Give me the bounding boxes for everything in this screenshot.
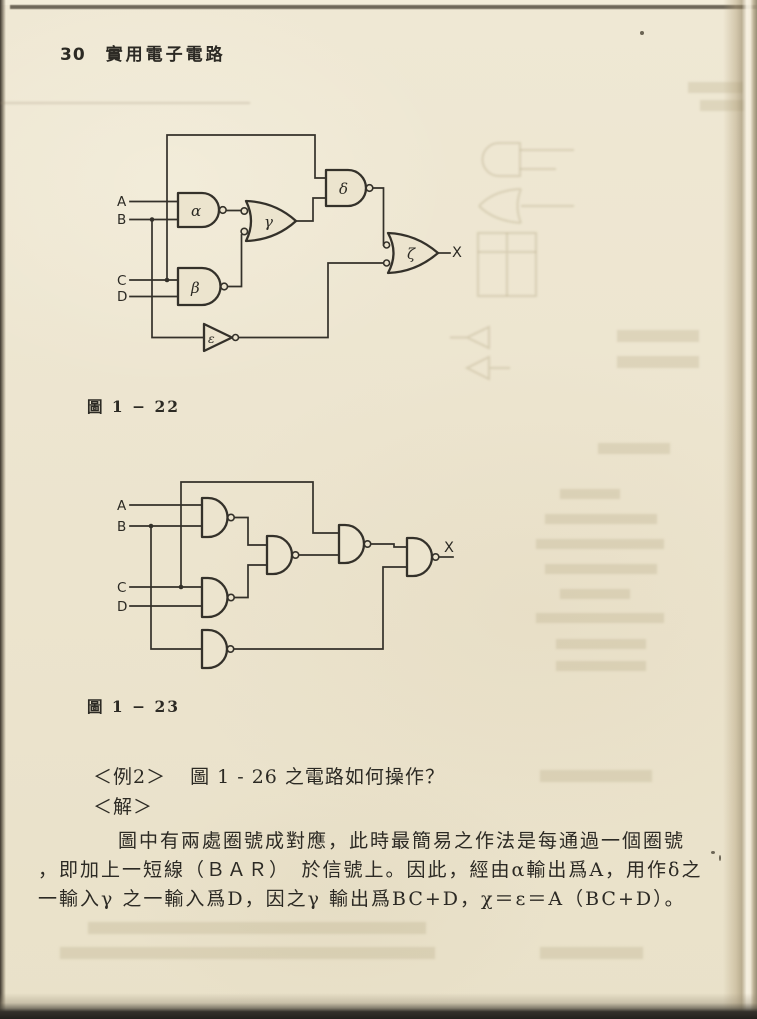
scan-edge-top: [10, 5, 757, 9]
solution-label: ＜解＞: [93, 796, 154, 818]
wire-input-c-feedforward: [129, 134, 327, 281]
wire-g4-g5: [370, 543, 408, 548]
figure-1-22-caption: 圖 1 − 22: [87, 397, 181, 416]
nand-gate-1: [200, 496, 236, 539]
scan-streak: [0, 102, 250, 104]
nand-gate-delta: δ: [324, 168, 374, 208]
scan-edge-top-highlight: [0, 0, 757, 5]
figure-1-22-circuit: α β γ δ ε ζ A B: [117, 134, 462, 353]
example-label: ＜例2＞: [93, 766, 167, 788]
figure-1-23-circuit: A B C D X: [117, 481, 454, 670]
output-label-x: X: [452, 245, 462, 261]
nand-gate-alpha: α: [176, 191, 227, 229]
input-label-c: C: [117, 580, 126, 596]
scan-edge-left: [0, 0, 6, 1019]
wire-input-c-feedforward: [129, 481, 340, 588]
gate-label-alpha: α: [191, 202, 201, 220]
wire-epsilon-zeta: [237, 262, 385, 339]
nand-gate-2: [200, 576, 236, 619]
scan-edge-bottom: [0, 993, 757, 1019]
gate-label-delta: δ: [339, 180, 348, 198]
input-label-a: A: [117, 498, 127, 514]
scan-edge-right: [723, 0, 757, 1019]
junction-dot: [164, 277, 170, 283]
ghost-inverter: [464, 355, 510, 381]
input-label-c: C: [117, 273, 126, 289]
input-label-a: A: [117, 194, 127, 210]
wire-beta-gamma: [226, 234, 243, 288]
input-label-d: D: [117, 289, 127, 305]
ghost-and-gate: [481, 142, 521, 177]
wire-g2-g3: [233, 564, 268, 599]
nor-style-gate-gamma: γ: [240, 199, 298, 243]
nand-gate-4: [337, 523, 372, 565]
nand-gate-3: [265, 534, 300, 576]
gate-label-epsilon: ε: [208, 331, 215, 346]
ink-speck: [711, 851, 715, 854]
solution-line-1: 圖中有兩處圈號成對應，此時最簡易之作法是每通過一個圈號: [118, 830, 686, 852]
input-label-b: B: [117, 519, 126, 535]
wire-delta-zeta: [372, 187, 385, 246]
page-header: 30 實用電子電路: [60, 40, 226, 65]
junction-dot: [148, 523, 154, 529]
nor-style-gate-zeta: ζ: [382, 231, 440, 275]
input-label-b: B: [117, 212, 126, 228]
nand-gate-6: [200, 628, 235, 670]
ink-speck: [719, 855, 721, 861]
wire-g6-g5: [232, 566, 408, 650]
junction-dot: [149, 217, 155, 222]
page-number: 30: [60, 45, 86, 65]
book-title: 實用電子電路: [105, 45, 226, 65]
nand-gate-5: [405, 536, 440, 578]
ink-speck: [640, 31, 644, 35]
output-label-x: X: [444, 540, 454, 556]
inverter-gate-epsilon: ε: [202, 322, 240, 353]
example-question: 圖 1 - 26 之電路如何操作？: [190, 766, 445, 788]
solution-line-3: 一輸入γ 之一輸入爲D，因之γ 輸出爲BC+D，χ＝ε＝A（BC+D）。: [38, 888, 686, 910]
gate-label-beta: β: [190, 279, 200, 297]
solution-line-2: ，即加上一短線（ＢＡＲ） 於信號上。因此，經由α輸出爲A，用作δ之: [38, 859, 703, 881]
input-label-d: D: [117, 599, 127, 615]
ghost-table: [477, 232, 537, 297]
example-heading: ＜例2＞ 圖 1 - 26 之電路如何操作？: [93, 762, 445, 789]
gate-label-zeta: ζ: [407, 245, 416, 263]
wire-gamma-delta: [295, 197, 327, 222]
ghost-or-gate: [478, 188, 522, 224]
nand-gate-beta: β: [176, 266, 229, 307]
junction-dot: [178, 584, 184, 590]
wire-g1-g3: [233, 516, 268, 546]
gate-label-gamma: γ: [264, 213, 273, 231]
figure-1-23-caption: 圖 1 − 23: [87, 697, 181, 716]
